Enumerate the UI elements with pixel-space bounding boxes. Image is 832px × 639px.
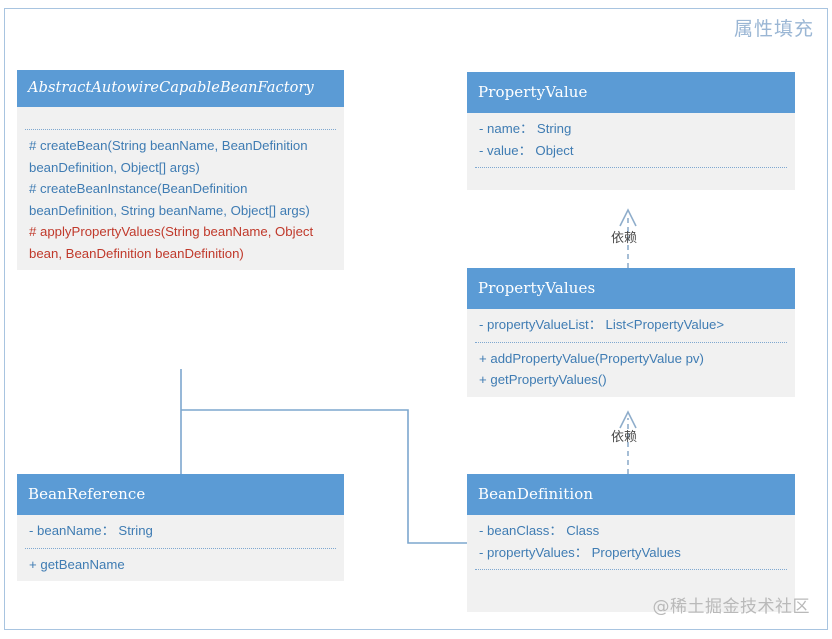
- compartment-divider: [475, 569, 787, 570]
- class-member: - propertyValueList： List<PropertyValue>: [479, 317, 725, 332]
- attributes-compartment-beandefinition: - beanClass： Class - propertyValues： Pro…: [467, 515, 795, 569]
- class-header-beandefinition: BeanDefinition: [467, 474, 795, 515]
- dependency-label-propertyvalues-propertyvalue: 依赖: [611, 231, 638, 246]
- uml-class-propertyvalues[interactable]: PropertyValues - propertyValueList： List…: [467, 268, 795, 397]
- class-member: - propertyValues： PropertyValues: [479, 544, 681, 560]
- compartment-divider: [475, 341, 787, 343]
- methods-compartment-propertyvalue: [467, 168, 795, 190]
- attributes-compartment-abstractautowirecapablebeanfactory: [17, 107, 344, 129]
- class-member: - beanName： String: [29, 523, 153, 538]
- class-member: - beanClass： Class: [479, 523, 600, 538]
- diagram-frame: [4, 8, 828, 630]
- attributes-compartment-propertyvalues: - propertyValueList： List<PropertyValue>: [467, 309, 795, 342]
- class-header-abstractautowirecapablebeanfactory: AbstractAutowireCapableBeanFactory: [17, 70, 344, 107]
- class-header-beanreference: BeanReference: [17, 474, 344, 515]
- methods-compartment-abstractautowirecapablebeanfactory: # createBean(String beanName, BeanDefini…: [17, 130, 344, 270]
- class-member: + getBeanName: [29, 556, 125, 572]
- class-header-propertyvalue: PropertyValue: [467, 72, 795, 113]
- compartment-divider: [25, 129, 336, 130]
- class-member: # createBeanInstance(BeanDefinition bean…: [29, 181, 310, 218]
- compartment-divider: [475, 167, 787, 168]
- attributes-compartment-propertyvalue: - name： String - value： Object: [467, 113, 795, 167]
- class-member: - value： Object: [479, 142, 574, 158]
- class-header-propertyvalues: PropertyValues: [467, 268, 795, 309]
- class-member: # createBean(String beanName, BeanDefini…: [29, 138, 312, 175]
- compartment-divider: [25, 547, 336, 549]
- dependency-label-beandefinition-propertyvalues: 依赖: [611, 430, 638, 445]
- class-member: + addPropertyValue(PropertyValue pv): [479, 350, 704, 366]
- class-member: + getPropertyValues(): [479, 372, 607, 387]
- attributes-compartment-beanreference: - beanName： String: [17, 515, 344, 548]
- watermark: @稀土掘金技术社区: [652, 597, 810, 617]
- class-member-highlighted: # applyPropertyValues(String beanName, O…: [29, 224, 317, 261]
- methods-compartment-propertyvalues: + addPropertyValue(PropertyValue pv) + g…: [467, 343, 795, 397]
- uml-class-abstractautowirecapablebeanfactory[interactable]: AbstractAutowireCapableBeanFactory # cre…: [17, 70, 344, 270]
- diagram-title: 属性填充: [733, 18, 814, 40]
- methods-compartment-beanreference: + getBeanName: [17, 549, 344, 582]
- uml-class-beandefinition[interactable]: BeanDefinition - beanClass： Class - prop…: [467, 474, 795, 612]
- uml-class-propertyvalue[interactable]: PropertyValue - name： String - value： Ob…: [467, 72, 795, 190]
- uml-class-beanreference[interactable]: BeanReference - beanName： String + getBe…: [17, 474, 344, 581]
- class-member: - name： String: [479, 121, 572, 136]
